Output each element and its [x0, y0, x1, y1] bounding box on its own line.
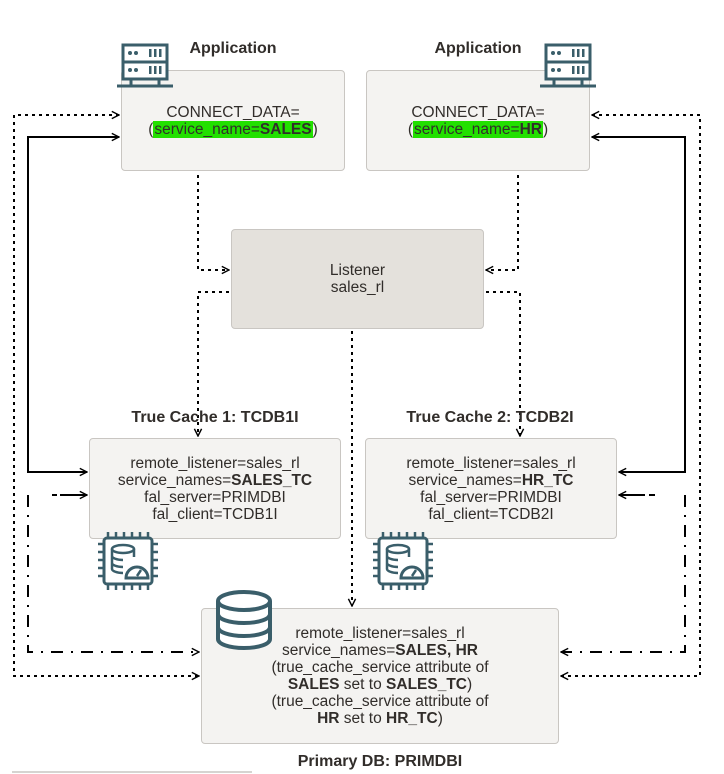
server-icon — [540, 43, 596, 88]
app1-to-listener — [197, 175, 229, 270]
primary-remote-listener: remote_listener=sales_rl — [295, 625, 465, 642]
server-icon — [117, 43, 173, 88]
listener-title: Listener — [329, 262, 386, 279]
listener-box: Listener sales_rl — [231, 229, 484, 329]
solid-right — [592, 137, 686, 472]
listener-name: sales_rl — [330, 279, 385, 296]
app2-to-listener — [486, 175, 519, 270]
tc2-remote-listener: remote_listener=sales_rl — [406, 454, 576, 472]
solid-left — [27, 137, 119, 472]
tc2-service-names: service_names=HR_TC — [408, 471, 574, 489]
app2-title: Application — [434, 40, 522, 57]
tc2-title: True Cache 2: TCDB2I — [406, 409, 574, 426]
primary-title: Primary DB: PRIMDBI — [297, 753, 463, 770]
primary-box: remote_listener=sales_rl service_names=S… — [201, 608, 559, 744]
true-cache-chip-icon — [373, 532, 433, 590]
tc1-remote-listener: remote_listener=sales_rl — [130, 454, 300, 472]
app2-service: (service_name=HR) — [407, 120, 549, 138]
tc2-fal-server: fal_server=PRIMDBI — [420, 488, 562, 506]
app1-title: Application — [189, 40, 277, 57]
app1-connect-data: CONNECT_DATA= — [166, 103, 300, 121]
tc1-fal-client: fal_client=TCDB1I — [152, 505, 278, 523]
tc1-service-names: service_names=SALES_TC — [117, 471, 313, 489]
dotted-left-loop — [13, 115, 199, 676]
app1-service: (service_name=SALES) — [148, 120, 318, 138]
tc1-title: True Cache 1: TCDB1I — [131, 409, 299, 426]
primary-attr1: (true_cache_service attribute of — [271, 659, 489, 676]
database-icon — [216, 590, 272, 651]
app2-connect-data: CONNECT_DATA= — [411, 103, 545, 121]
true-cache-chip-icon — [98, 532, 158, 590]
listener-to-tc1 — [198, 291, 229, 436]
primary-attr2: (true_cache_service attribute of — [271, 693, 489, 710]
tc1-box: remote_listener=sales_rl service_names=S… — [89, 438, 341, 539]
primary-service-names: service_names=SALES, HR — [282, 642, 478, 659]
primary-sales-mapping: SALES set to SALES_TC) — [287, 676, 473, 693]
tc2-box: remote_listener=sales_rl service_names=H… — [365, 438, 617, 539]
primary-hr-mapping: HR set to HR_TC) — [317, 710, 443, 727]
tc2-fal-client: fal_client=TCDB2I — [428, 505, 554, 523]
dotted-right-loop — [561, 115, 701, 676]
tc1-fal-server: fal_server=PRIMDBI — [144, 488, 286, 506]
